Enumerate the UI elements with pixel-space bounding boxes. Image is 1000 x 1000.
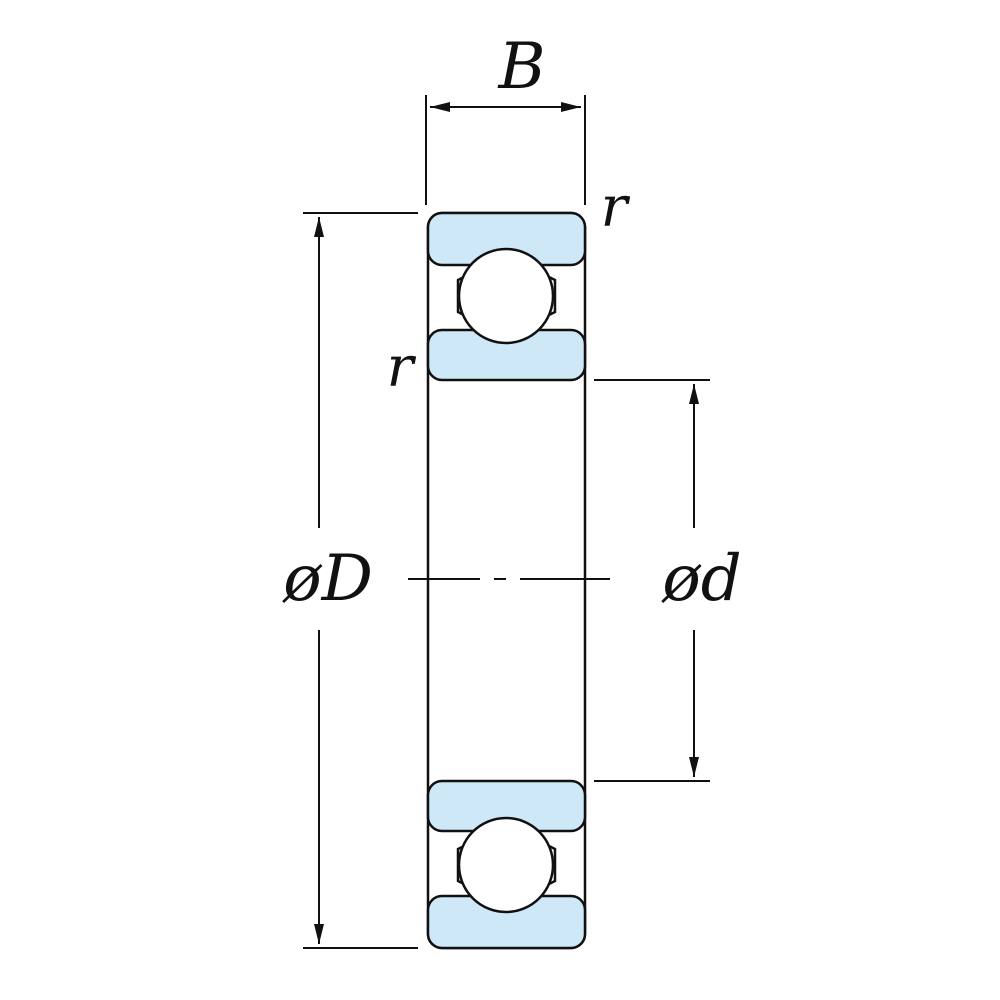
ball-top bbox=[457, 247, 555, 345]
ball-bottom bbox=[457, 816, 555, 914]
label-radius-top: r bbox=[601, 175, 631, 240]
dimension-width: B bbox=[425, 30, 586, 205]
label-inner-diameter: ød bbox=[661, 542, 742, 616]
label-outer-diameter: øD bbox=[282, 542, 373, 616]
cage-bottom-right bbox=[546, 843, 557, 887]
bearing-section bbox=[426, 211, 587, 950]
dimension-inner-diameter: ød bbox=[594, 379, 742, 782]
label-width: B bbox=[497, 30, 545, 104]
dimension-outer-diameter: øD bbox=[282, 212, 418, 949]
cage-top-right bbox=[546, 274, 557, 318]
label-radius-side: r bbox=[387, 335, 417, 400]
